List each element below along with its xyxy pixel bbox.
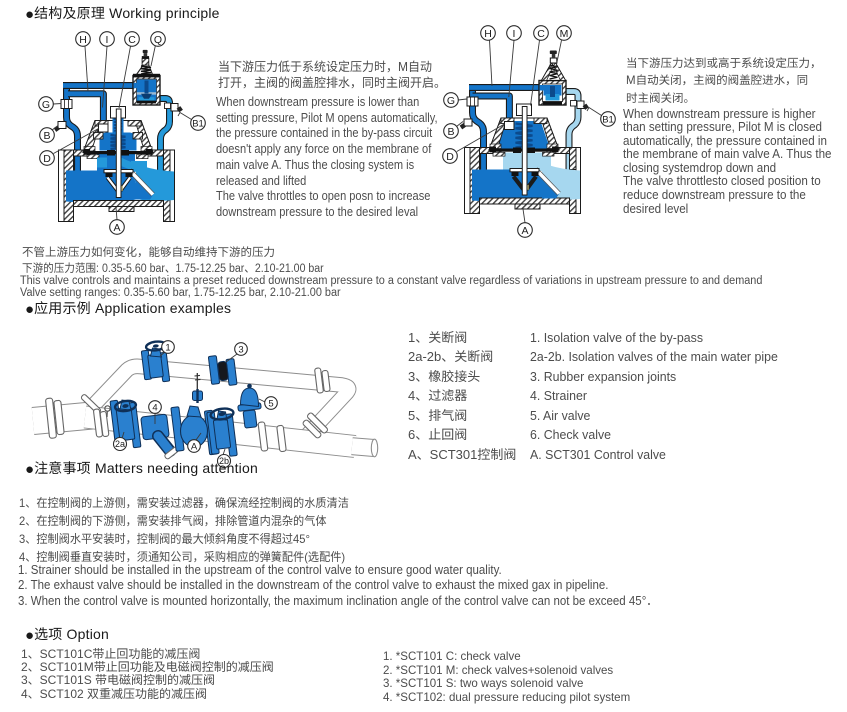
svg-text:B1: B1 — [602, 114, 614, 125]
svg-text:A: A — [191, 441, 198, 452]
svg-text:D: D — [43, 153, 51, 165]
svg-text:I: I — [513, 28, 516, 40]
svg-text:M: M — [560, 28, 569, 40]
svg-text:A: A — [521, 225, 528, 237]
svg-text:B1: B1 — [192, 118, 204, 129]
svg-text:H: H — [79, 34, 87, 46]
svg-text:G: G — [42, 99, 50, 111]
svg-text:D: D — [446, 151, 454, 163]
svg-text:3: 3 — [238, 344, 243, 355]
svg-text:H: H — [484, 28, 492, 40]
svg-text:4: 4 — [152, 402, 157, 413]
svg-text:I: I — [106, 34, 109, 46]
svg-text:B: B — [43, 130, 50, 142]
svg-text:A: A — [113, 222, 120, 234]
svg-text:2a: 2a — [115, 439, 125, 449]
svg-text:B: B — [447, 126, 454, 138]
svg-text:C: C — [537, 28, 545, 40]
svg-text:Q: Q — [154, 34, 162, 46]
svg-text:G: G — [447, 95, 455, 107]
svg-text:2b: 2b — [219, 456, 229, 466]
svg-text:1: 1 — [165, 342, 170, 353]
svg-text:5: 5 — [268, 398, 273, 409]
svg-text:C: C — [128, 34, 136, 46]
